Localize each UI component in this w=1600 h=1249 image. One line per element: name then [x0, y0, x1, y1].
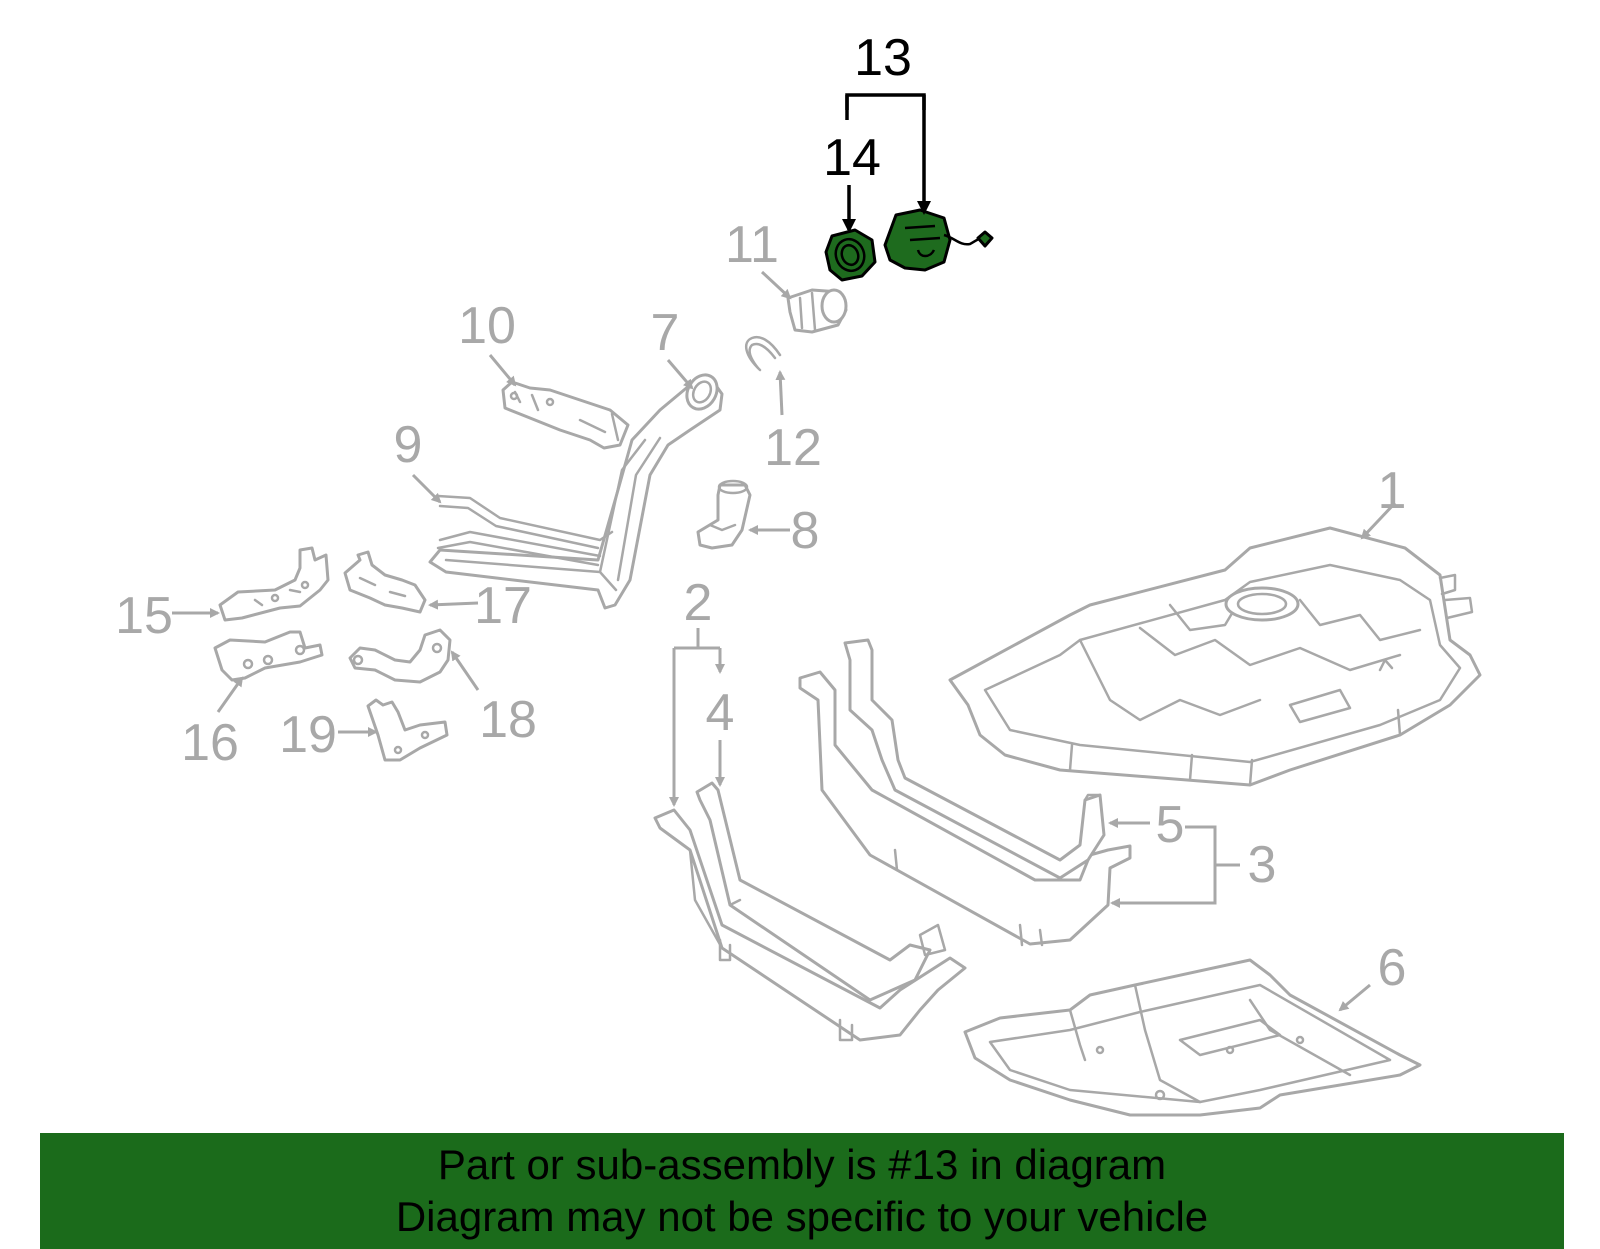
part-6-shield — [963, 958, 1422, 1117]
callout-16: 16 — [181, 714, 239, 772]
leader-13-bracket — [845, 93, 926, 110]
callout-17: 17 — [474, 577, 532, 635]
part-15-bracket — [218, 546, 330, 622]
callout-4: 4 — [706, 684, 735, 742]
part-16-bracket — [213, 630, 324, 682]
part-18-bracket — [348, 628, 452, 684]
part-14-gasket — [824, 228, 877, 282]
part-12-clip-ring — [744, 336, 782, 372]
callout-numbers: 1 2 3 4 5 6 7 8 9 10 11 12 13 14 15 16 1… — [115, 29, 1406, 997]
leader-3 — [1112, 825, 1240, 903]
part-17-bracket — [343, 550, 427, 614]
callout-14: 14 — [823, 129, 881, 187]
leader-12 — [775, 370, 786, 416]
leader-18 — [450, 650, 480, 691]
leader-10 — [488, 354, 517, 387]
leader-7 — [666, 359, 694, 390]
callout-19: 19 — [279, 706, 337, 764]
part-10-bracket — [501, 380, 630, 450]
callout-1: 1 — [1378, 462, 1407, 520]
callout-5: 5 — [1156, 796, 1185, 854]
leader-17 — [428, 599, 479, 610]
leader-2 — [672, 628, 720, 805]
part-2-4-front-strap — [653, 781, 967, 1042]
callout-11: 11 — [725, 216, 779, 274]
callout-8: 8 — [791, 502, 820, 560]
callout-6: 6 — [1378, 939, 1407, 997]
callout-3: 3 — [1248, 836, 1277, 894]
leader-11 — [760, 270, 792, 300]
part-11-grommet — [786, 288, 848, 334]
leader-1 — [1360, 501, 1397, 540]
leader-9 — [411, 473, 442, 504]
part-7-filler-pipe — [428, 373, 724, 610]
part-13-fuel-cap — [883, 208, 994, 272]
part-8-hose — [696, 479, 752, 550]
part-19-bracket — [366, 698, 449, 762]
leader-lines — [172, 93, 1397, 1012]
part-3-5-rear-strap — [798, 638, 1132, 947]
banner-line-part-info: Part or sub-assembly is #13 in diagram — [437, 1141, 1167, 1188]
callout-12: 12 — [764, 419, 822, 477]
part-9-breather-tube — [436, 494, 614, 567]
leader-6 — [1338, 983, 1371, 1012]
callout-13: 13 — [854, 29, 912, 87]
info-banner: Part or sub-assembly is #13 in diagram D… — [40, 1133, 1564, 1249]
callout-7: 7 — [651, 304, 680, 362]
callout-2: 2 — [684, 574, 713, 632]
callout-18: 18 — [479, 691, 537, 749]
part-1-fuel-tank — [948, 526, 1482, 787]
callout-15: 15 — [115, 587, 173, 645]
leader-16 — [216, 676, 244, 713]
callout-10: 10 — [458, 297, 516, 355]
banner-line-disclaimer: Diagram may not be specific to your vehi… — [395, 1193, 1209, 1240]
callout-9: 9 — [394, 416, 423, 474]
